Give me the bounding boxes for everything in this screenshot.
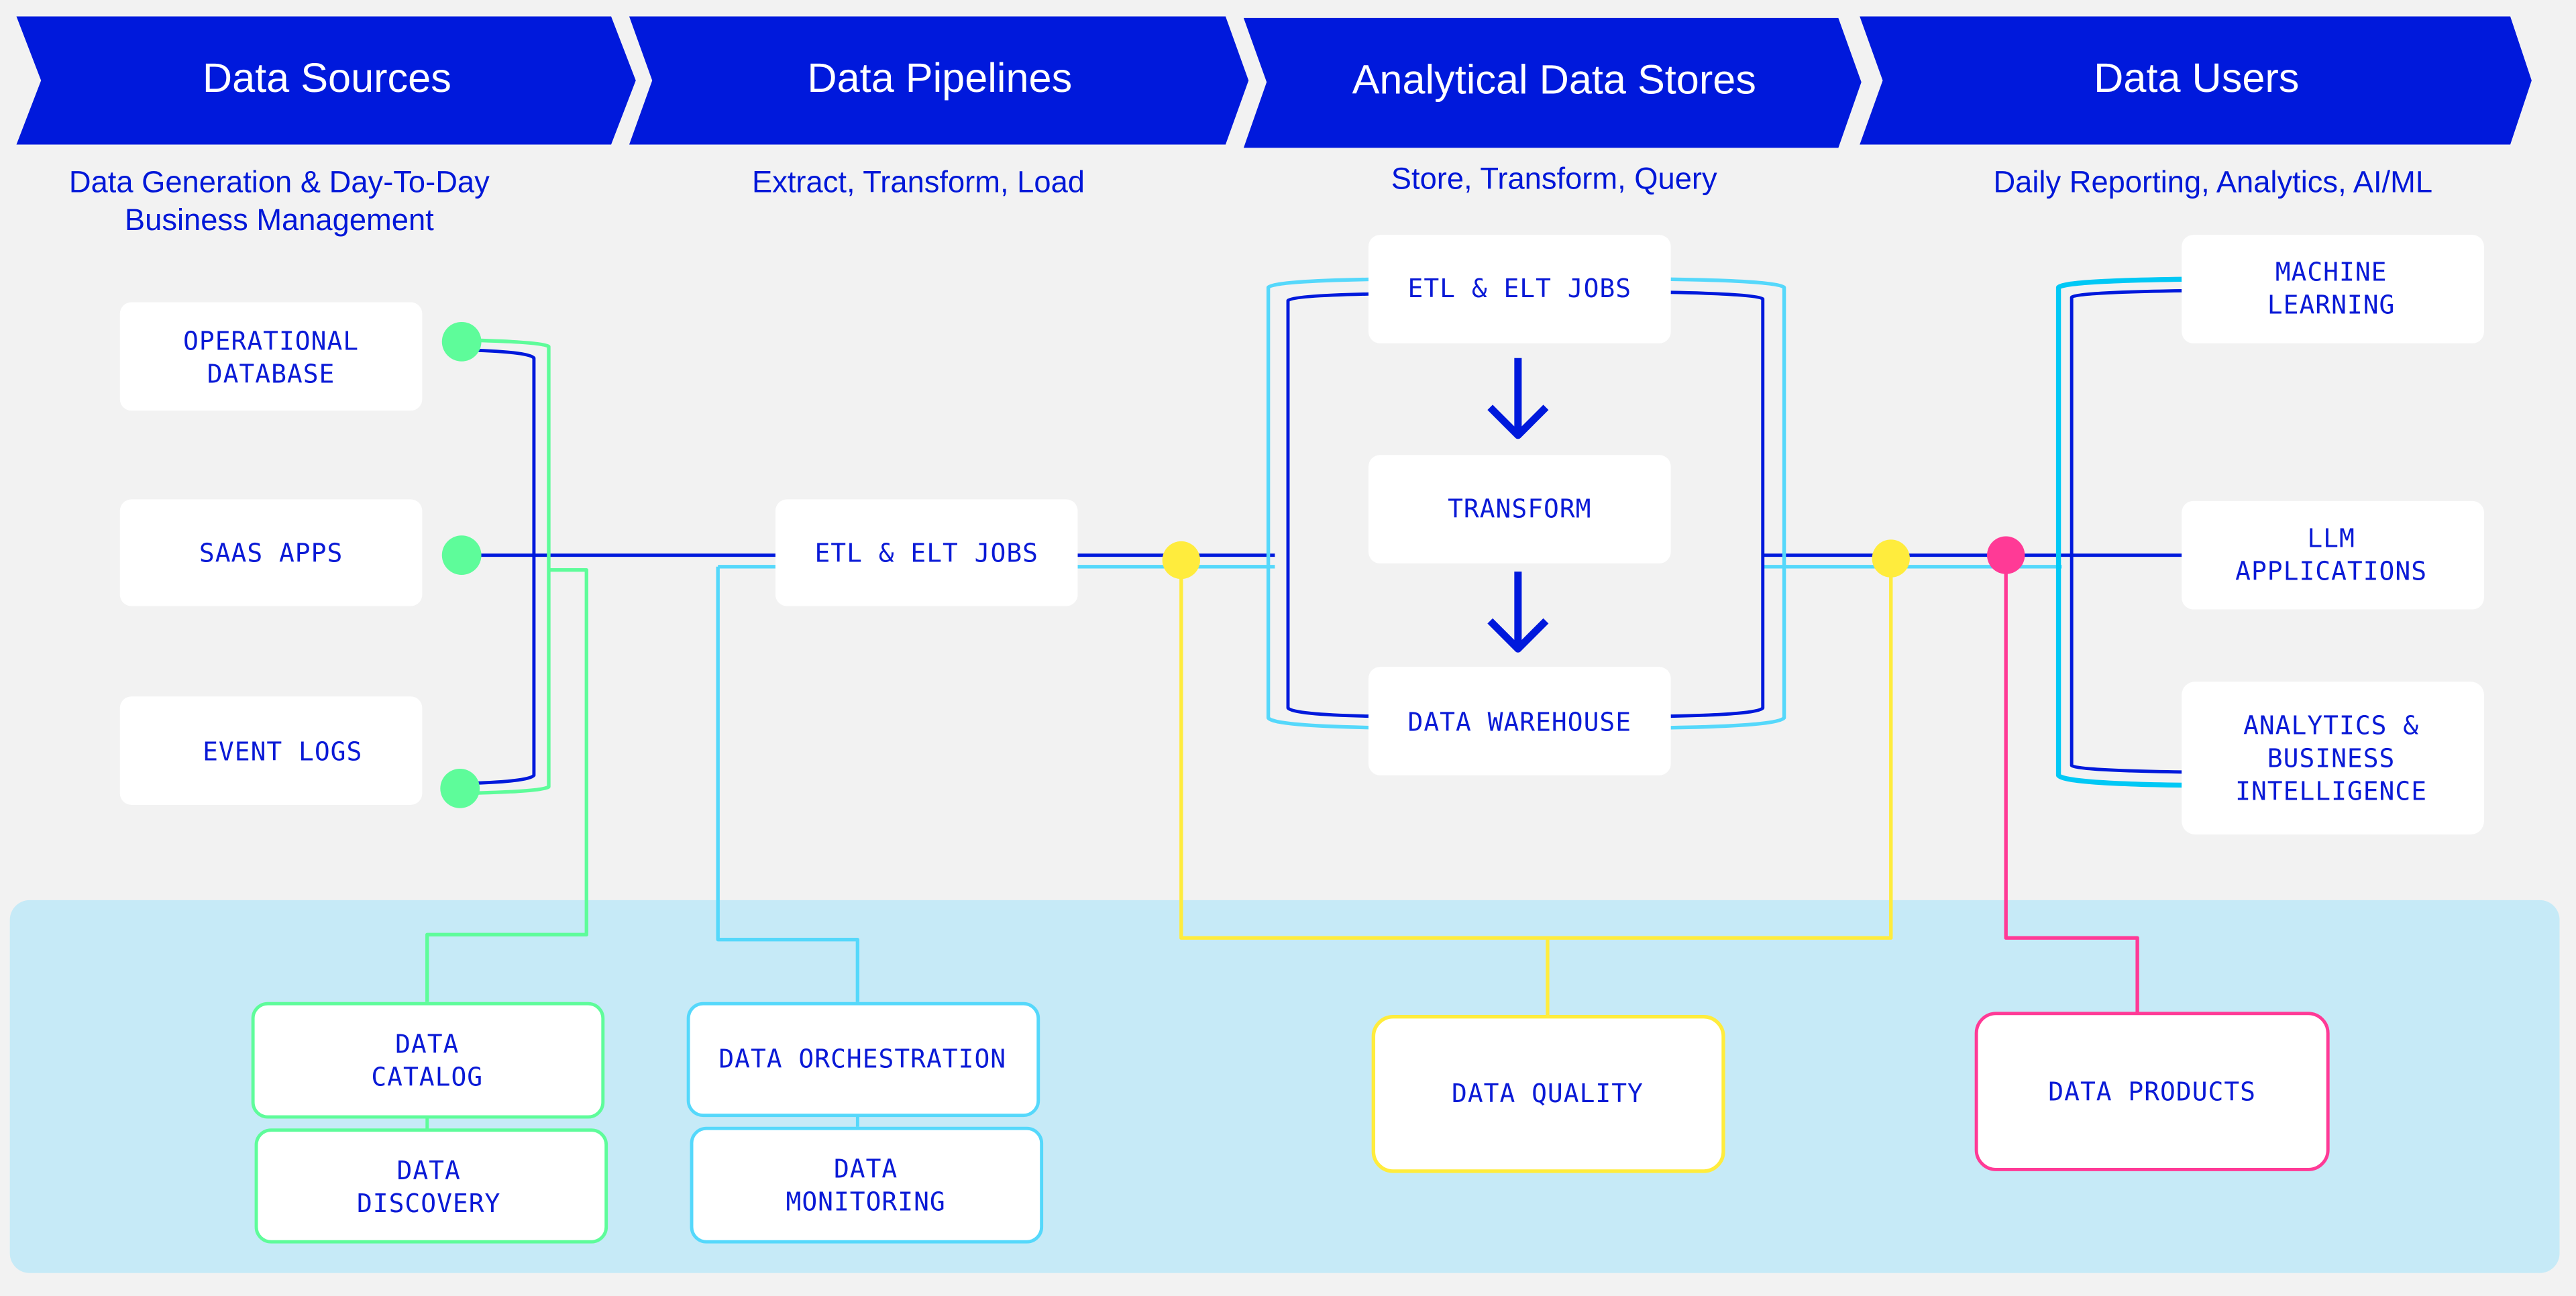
stage-header-data-sources: Data Sources (16, 16, 636, 145)
box-label: OPERATIONAL (183, 327, 359, 356)
governance-data-products[interactable]: DATA PRODUCTS (1974, 1012, 2330, 1171)
box-label: LEARNING (2267, 290, 2396, 320)
box-label: DATA WAREHOUSE (1408, 708, 1632, 737)
governance-data-orchestration[interactable]: DATA ORCHESTRATION (686, 1002, 1040, 1118)
source-saas-apps[interactable]: SAAS APPS (119, 499, 423, 606)
box-label: ETL & ELT JOBS (814, 538, 1038, 568)
stage-subtitle: Daily Reporting, Analytics, AI/ML (1993, 164, 2432, 199)
box-label: ANALYTICS & (2243, 711, 2419, 741)
box-label: DATA (397, 1156, 461, 1185)
connector-dot-green (441, 321, 482, 362)
box-label: DATA (395, 1030, 459, 1059)
connector-dot-green (440, 768, 480, 808)
stage-title: Analytical Data Stores (1352, 57, 1756, 103)
user-machine-learning[interactable]: MACHINE LEARNING (2182, 235, 2484, 343)
stage-subtitle: Business Management (125, 203, 434, 237)
user-cyan-bracket (2055, 276, 2182, 788)
box-label: ETL & ELT JOBS (1408, 274, 1632, 303)
store-cyan-bracket-right (1670, 277, 1786, 730)
store-data-warehouse[interactable]: DATA WAREHOUSE (1368, 667, 1671, 775)
stage-header-data-users: Data Users (1860, 16, 2532, 145)
box-label: TRANSFORM (1448, 494, 1591, 523)
user-analytics-business-intelligence[interactable]: ANALYTICS & BUSINESS INTELLIGENCE (2182, 682, 2484, 834)
source-operational-database[interactable]: OPERATIONAL DATABASE (119, 302, 423, 411)
store-etl-elt-jobs[interactable]: ETL & ELT JOBS (1368, 235, 1671, 343)
box-label: APPLICATIONS (2235, 556, 2427, 586)
cyan-governance-link (716, 566, 860, 1002)
store-cyan-bracket-left (1266, 277, 1377, 730)
box-label: BUSINESS (2267, 744, 2396, 773)
box-label: DATA PRODUCTS (2048, 1077, 2256, 1107)
governance-data-monitoring[interactable]: DATA MONITORING (690, 1126, 1044, 1244)
pipeline-etl-elt-jobs[interactable]: ETL & ELT JOBS (775, 499, 1078, 606)
box-label: DATA QUALITY (1452, 1079, 1644, 1108)
source-green-bracket (462, 338, 551, 796)
box-label: LLM (2307, 523, 2355, 553)
arrow-down-icon (1487, 358, 1549, 439)
box-label: DATA (834, 1154, 898, 1184)
user-llm-applications[interactable]: LLM APPLICATIONS (2182, 500, 2484, 610)
stage-subtitle: Store, Transform, Query (1391, 162, 1717, 196)
green-governance-link (425, 568, 588, 1002)
connector-dot-yellow (1162, 541, 1200, 580)
box-label: MACHINE (2275, 258, 2387, 287)
governance-data-quality[interactable]: DATA QUALITY (1371, 1015, 1725, 1173)
connector-dot-pink (1987, 536, 2025, 574)
pink-governance-link (2004, 555, 2139, 1014)
box-label: DATABASE (207, 360, 335, 389)
box-label: SAAS APPS (199, 538, 343, 568)
stage-title: Data Users (2094, 55, 2299, 101)
stage-header-data-pipelines: Data Pipelines (629, 16, 1249, 145)
box-label: EVENT LOGS (203, 737, 362, 767)
connector-dot-yellow (1872, 539, 1910, 578)
governance-panel (9, 900, 2560, 1273)
box-label: MONITORING (786, 1187, 946, 1217)
connector-dot-green (441, 535, 482, 576)
yellow-governance-link (1179, 559, 1893, 1016)
arrow-down-icon (1487, 572, 1549, 653)
user-blue-bracket (2070, 288, 2182, 774)
box-label: DISCOVERY (357, 1189, 500, 1218)
store-blue-bracket-right (1670, 290, 1765, 718)
stage-title: Data Sources (203, 55, 451, 101)
connectors (425, 276, 2182, 1130)
governance-data-catalog[interactable]: DATA CATALOG (251, 1002, 605, 1119)
store-blue-bracket-left (1286, 292, 1369, 718)
box-label: DATA ORCHESTRATION (718, 1044, 1006, 1074)
governance-data-discovery[interactable]: DATA DISCOVERY (254, 1128, 608, 1244)
source-blue-bracket (462, 348, 536, 786)
stage-subtitle: Data Generation & Day-To-Day (69, 164, 490, 199)
stage-header-analytical-data-stores: Analytical Data Stores (1243, 17, 1862, 148)
source-event-logs[interactable]: EVENT LOGS (119, 696, 423, 805)
box-label: CATALOG (371, 1063, 483, 1092)
stage-title: Data Pipelines (807, 55, 1072, 101)
stage-subtitle: Extract, Transform, Load (752, 164, 1085, 199)
store-transform[interactable]: TRANSFORM (1368, 455, 1671, 563)
box-label: INTELLIGENCE (2235, 777, 2427, 806)
